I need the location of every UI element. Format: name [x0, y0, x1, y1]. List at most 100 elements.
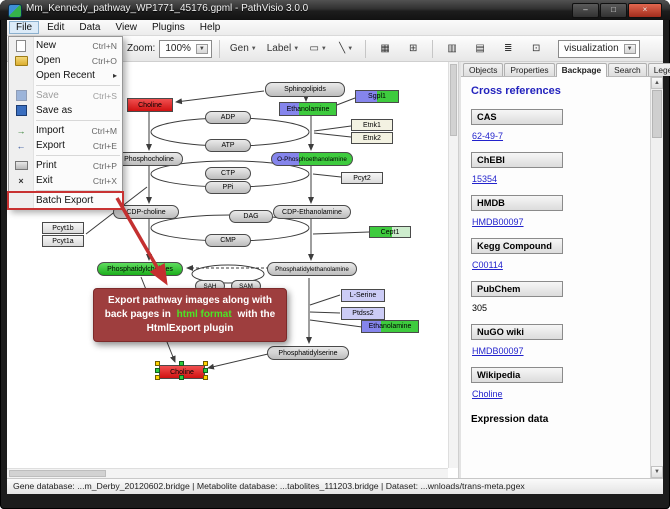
- menu-file[interactable]: File: [9, 21, 40, 34]
- xref-link[interactable]: HMDB00097: [472, 217, 524, 227]
- align-horizontal-button[interactable]: ▦: [373, 39, 397, 59]
- new-line-dropdown[interactable]: ╲▼: [334, 39, 358, 59]
- menu-item-open-recent[interactable]: Open Recent ▸: [36, 70, 117, 81]
- zoom-label: Zoom:: [127, 43, 156, 54]
- zoom-combobox[interactable]: 100%▼: [159, 39, 212, 58]
- node-phosphatidylcholines[interactable]: Phosphatidylcholines: [97, 262, 183, 276]
- maximize-button[interactable]: □: [600, 3, 627, 18]
- xref-link[interactable]: 15354: [472, 174, 498, 184]
- menu-item-new[interactable]: New Ctrl+N: [9, 38, 122, 53]
- canvas-vertical-scrollbar[interactable]: [448, 62, 458, 468]
- export-arrow-icon: ←: [16, 140, 26, 151]
- selection-handle[interactable]: [179, 375, 184, 380]
- menu-item-open[interactable]: Open Ctrl+O: [9, 53, 122, 68]
- scrollbar-thumb[interactable]: [450, 64, 457, 136]
- expression-data-header: Expression data: [471, 414, 549, 425]
- node-atp[interactable]: ATP: [205, 139, 251, 152]
- xref-link[interactable]: 62-49-7: [472, 131, 504, 141]
- selection-handle[interactable]: [203, 375, 208, 380]
- menu-separator: [36, 85, 120, 86]
- stack-horizontal-button[interactable]: ▥: [440, 39, 464, 59]
- menu-item-print[interactable]: Print Ctrl+P: [9, 158, 122, 173]
- node-cept1[interactable]: Cept1: [369, 226, 411, 238]
- xref-header: Wikipedia: [471, 367, 563, 383]
- menu-item-exit[interactable]: × Exit Ctrl+X: [9, 173, 122, 188]
- node-pcyt2[interactable]: Pcyt2: [341, 172, 383, 184]
- new-label-dropdown[interactable]: Label▼: [266, 43, 300, 54]
- scroll-down-icon[interactable]: ▼: [651, 466, 663, 478]
- selection-handle[interactable]: [155, 375, 160, 380]
- scroll-up-icon[interactable]: ▲: [651, 77, 663, 89]
- tab-objects[interactable]: Objects: [463, 63, 504, 76]
- node-ctp[interactable]: CTP: [205, 167, 251, 180]
- common-size-button[interactable]: ≣: [496, 39, 520, 59]
- node-phosphatidylethanolamine[interactable]: Phosphatidylethanolamine: [267, 262, 357, 276]
- import-arrow-icon: →: [16, 125, 26, 136]
- menu-plugins[interactable]: Plugins: [151, 22, 185, 33]
- toolbar-separator: [218, 39, 220, 58]
- node-ptdss2[interactable]: Ptdss2: [341, 307, 385, 320]
- menu-item-save: Save Ctrl+S: [9, 88, 122, 103]
- menu-item-export[interactable]: ← Export Ctrl+E: [9, 138, 122, 153]
- selection-handle[interactable]: [203, 361, 208, 366]
- node-cdp-ethanolamine[interactable]: CDP-Ethanolamine: [273, 205, 351, 219]
- align-vertical-button[interactable]: ⊞: [401, 39, 425, 59]
- selection-handle[interactable]: [179, 361, 184, 366]
- node-cmp[interactable]: CMP: [205, 234, 251, 247]
- node-adp[interactable]: ADP: [205, 111, 251, 124]
- visualization-combobox[interactable]: visualization▼: [558, 39, 640, 58]
- canvas-horizontal-scrollbar[interactable]: [7, 468, 448, 478]
- rectangle-shape-icon: ▭: [309, 43, 319, 54]
- node-ethanolamine[interactable]: Ethanolamine: [279, 102, 337, 116]
- close-button[interactable]: ×: [628, 3, 662, 18]
- scrollbar-thumb[interactable]: [652, 90, 662, 138]
- menu-view[interactable]: View: [115, 22, 137, 33]
- node-pcyt1b[interactable]: Pcyt1b: [42, 222, 84, 234]
- tab-legend[interactable]: Legend: [647, 63, 670, 76]
- xref-link[interactable]: C00114: [472, 260, 503, 270]
- node-o-phosphoethanolamine[interactable]: O-Phosphoethanolamine: [271, 152, 353, 166]
- new-geneproduct-dropdown[interactable]: Gen▼: [229, 43, 257, 54]
- node-phosphocholine[interactable]: Phosphocholine: [115, 152, 183, 166]
- chevron-down-icon: ▼: [293, 45, 300, 52]
- menu-separator: [36, 190, 120, 191]
- node-etnk2[interactable]: Etnk2: [351, 132, 393, 144]
- xref-link[interactable]: Choline: [472, 389, 503, 399]
- tab-backpage[interactable]: Backpage: [555, 63, 608, 77]
- tab-properties[interactable]: Properties: [504, 63, 555, 76]
- scale-button[interactable]: ⊡: [524, 39, 548, 59]
- node-ethanolamine-2[interactable]: Ethanolamine: [361, 320, 419, 333]
- align-vertical-icon: ⊞: [408, 43, 418, 54]
- selection-handle[interactable]: [155, 361, 160, 366]
- xref-link[interactable]: HMDB00097: [472, 346, 524, 356]
- node-pcyt1a[interactable]: Pcyt1a: [42, 235, 84, 247]
- menu-item-import[interactable]: → Import Ctrl+M: [9, 123, 122, 138]
- stack-vertical-button[interactable]: ▤: [468, 39, 492, 59]
- menu-item-batch-export[interactable]: Batch Export: [9, 193, 122, 208]
- selection-handle[interactable]: [155, 368, 160, 373]
- sidebar-scrollbar[interactable]: ▲ ▼: [650, 77, 663, 478]
- panel-splitter[interactable]: [458, 62, 461, 478]
- node-dag[interactable]: DAG: [229, 210, 273, 223]
- scrollbar-thumb[interactable]: [9, 470, 106, 477]
- xref-header: Kegg Compound: [471, 238, 563, 254]
- xref-section-nugo: NuGO wiki HMDB00097: [471, 324, 650, 367]
- node-ppi[interactable]: PPi: [205, 181, 251, 194]
- node-l-serine[interactable]: L-Serine: [341, 289, 385, 302]
- menu-data[interactable]: Data: [79, 22, 101, 33]
- minimize-button[interactable]: –: [572, 3, 599, 18]
- new-shape-dropdown[interactable]: ▭▼: [306, 39, 330, 59]
- node-choline[interactable]: Choline: [127, 98, 173, 112]
- node-phosphatidylserine[interactable]: Phosphatidylserine: [267, 346, 349, 360]
- menu-edit[interactable]: Edit: [47, 22, 65, 33]
- node-etnk1[interactable]: Etnk1: [351, 119, 393, 131]
- menu-item-save-as[interactable]: Save as: [9, 103, 122, 118]
- chevron-down-icon: ▼: [250, 45, 257, 52]
- node-sgpl1[interactable]: Sgpl1: [355, 90, 399, 103]
- backpage-panel: Cross references CAS 62-49-7 ChEBI 15354…: [461, 77, 650, 478]
- node-sphingolipids[interactable]: Sphingolipids: [265, 82, 345, 97]
- menu-help[interactable]: Help: [199, 22, 221, 33]
- title-bar[interactable]: Mm_Kennedy_pathway_WP1771_45176.gpml - P…: [0, 0, 670, 20]
- tab-search[interactable]: Search: [608, 63, 647, 76]
- selection-handle[interactable]: [203, 368, 208, 373]
